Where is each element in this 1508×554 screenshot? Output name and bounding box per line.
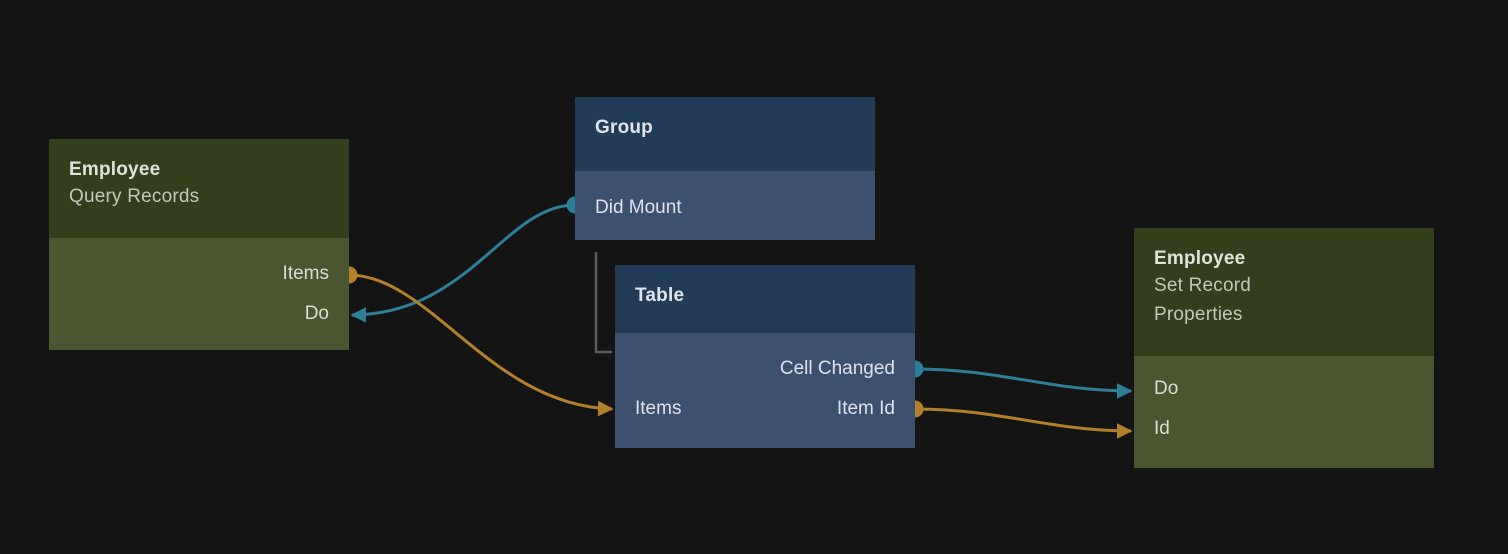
wire-item-id-to-set-id xyxy=(914,407,1133,439)
wire-cell-changed-to-set-do xyxy=(914,367,1133,399)
node-header-employee-set: Employee Set Record Properties xyxy=(1134,228,1434,356)
node-header-group: Group xyxy=(575,97,875,171)
node-body-employee-query: Items Do xyxy=(49,238,349,350)
node-title: Group xyxy=(595,117,653,138)
node-table[interactable]: Table Cell Changed Items Item Id xyxy=(615,265,915,448)
port-group-did-mount[interactable]: Did Mount xyxy=(595,197,682,218)
wire-items-to-table-items xyxy=(348,273,614,417)
node-group[interactable]: Group Did Mount xyxy=(575,97,875,240)
node-title: Employee xyxy=(1154,248,1246,269)
port-table-items-in[interactable]: Items xyxy=(635,398,682,419)
node-title: Employee xyxy=(69,159,161,180)
port-employee-items-out[interactable]: Items xyxy=(282,263,329,284)
node-header-employee-query: Employee Query Records xyxy=(49,139,349,238)
port-employee-do-in[interactable]: Do xyxy=(304,303,329,324)
node-subtitle-line2: Properties xyxy=(1154,304,1243,325)
node-employee-query-records[interactable]: Employee Query Records Items Do xyxy=(49,139,349,350)
port-table-item-id-out[interactable]: Item Id xyxy=(836,398,895,419)
port-employee-set-id-in[interactable]: Id xyxy=(1154,418,1170,439)
node-subtitle-line1: Set Record xyxy=(1154,275,1252,296)
node-body-table: Cell Changed Items Item Id xyxy=(615,333,915,448)
node-subtitle: Query Records xyxy=(69,186,200,207)
node-header-table: Table xyxy=(615,265,915,333)
port-table-cell-changed-out[interactable]: Cell Changed xyxy=(779,358,895,379)
wire-did-mount-to-employee-do xyxy=(350,203,576,323)
node-body-group: Did Mount xyxy=(575,171,875,240)
port-employee-set-do-in[interactable]: Do xyxy=(1154,378,1179,399)
group-child-bracket xyxy=(594,252,612,354)
node-employee-set-record-properties[interactable]: Employee Set Record Properties Do Id xyxy=(1134,228,1434,468)
node-body-employee-set: Do Id xyxy=(1134,356,1434,468)
node-title: Table xyxy=(635,285,685,306)
